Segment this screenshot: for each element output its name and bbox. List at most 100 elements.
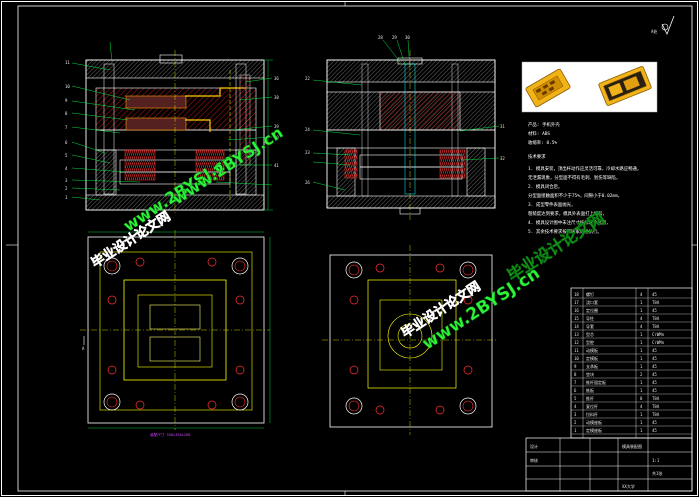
bom-no: 12 (574, 340, 579, 345)
designer-cell: 设计 (530, 443, 538, 449)
left-part-labels: 11 10 9 8 7 6 5 4 3 2 1 36 38 39 40 41 (65, 60, 279, 200)
part-label: 38 (274, 95, 279, 100)
bom-name: 浇口套 (586, 299, 598, 305)
bolt-hole-inner (462, 400, 474, 412)
bolt-hole (345, 261, 363, 279)
bom-no: 6 (574, 388, 577, 393)
bolt-hole (235, 365, 245, 375)
part-label: 26 (305, 180, 310, 185)
bom-material: T8A (652, 412, 660, 417)
bolt-hole (435, 405, 445, 415)
bom-qty: 4 (640, 324, 643, 329)
bom-no: 16 (574, 308, 579, 313)
title-block: 设计 审核 模具装配图 1:1 共1张 XX大学 (525, 437, 693, 492)
bom-material: 45 (652, 372, 657, 377)
bom-qty: 1 (640, 300, 643, 305)
bom-no: 13 (574, 332, 579, 337)
bom-qty: 4 (640, 292, 643, 297)
bolt-hole (107, 365, 117, 375)
bom-material: 45 (652, 428, 657, 433)
bom-material: CrWMn (652, 332, 665, 337)
watermark-group-b2: 毕业设计论文网 (504, 208, 609, 285)
part-label: 10 (65, 84, 70, 89)
bom-name: 垫块 (586, 371, 594, 377)
bolt-hole (345, 397, 363, 415)
part-label: 3 (65, 178, 68, 183)
bom-name: 定模板 (586, 355, 598, 361)
bom-qty: 1 (640, 364, 643, 369)
bom-name: 复位杆 (586, 403, 598, 409)
bom-name: 支承板 (586, 363, 598, 369)
roughness-label: A处 (651, 28, 657, 34)
tech-line: 3. 成型零件表面抛光， (528, 201, 575, 208)
bolt-hole (375, 405, 385, 415)
part-label: 11 (65, 60, 70, 65)
bom-name: 动模板 (586, 347, 598, 353)
bolt-hole (459, 397, 477, 415)
bolt-holes (103, 257, 477, 415)
left-plan-view: 装配尺寸 350×350×260 A (80, 230, 271, 437)
part-label: 30 (405, 35, 410, 40)
part-label: 1 (65, 195, 68, 200)
bolt-hole (235, 295, 245, 305)
bolt-hole (463, 365, 473, 375)
bolt-hole-inner (234, 396, 246, 408)
bom-name: 型腔 (586, 339, 594, 345)
part-label: 24 (305, 127, 310, 132)
part-label: 22 (305, 76, 310, 81)
bolt-hole (349, 295, 359, 305)
tech-line: 分型面接触面积不少于75%，间隙小于0.02mm， (528, 192, 622, 199)
part-label: 7 (65, 125, 68, 130)
part-label: 31 (500, 124, 505, 129)
right-plan-view (322, 245, 498, 435)
bom-no: 3 (574, 412, 577, 417)
school-cell: XX大学 (622, 483, 635, 489)
left-section-view (71, 41, 273, 215)
bom-qty: 1 (640, 412, 643, 417)
part-thumbnail (521, 61, 658, 113)
bom-no: 9 (574, 364, 577, 369)
bolt-hole (231, 257, 249, 275)
bom-qty: 1 (640, 380, 643, 385)
bolt-hole (207, 257, 217, 267)
bolt-hole (231, 393, 249, 411)
bom-material: T8A (652, 324, 660, 329)
bom-material: T8A (652, 300, 660, 305)
bom-name: 动模座板 (586, 419, 602, 425)
bom-material: 45 (652, 308, 657, 313)
tech-line: 粗糙度达到要求，模具外表面打上编号， (528, 210, 607, 217)
bom-name: 导柱 (586, 315, 594, 321)
bolt-hole (207, 400, 217, 410)
bom-qty: 4 (640, 316, 643, 321)
bolt-hole (135, 400, 145, 410)
bom-no: 18 (574, 292, 579, 297)
technical-notes: 产品: 手机外壳 材料: ABS 收缩率: 0.5% 技术要求 1. 模具安装，… (528, 121, 641, 235)
bom-name: 拉料杆 (586, 411, 598, 417)
bolt-hole (349, 365, 359, 375)
overall-dimension-text: 装配尺寸 350×350×260 (150, 432, 190, 437)
part-label: 40 (274, 135, 279, 140)
bom-no: 17 (574, 300, 579, 305)
bom-no: 8 (574, 372, 577, 377)
bom-qty: 1 (640, 332, 643, 337)
bom-no: 15 (574, 316, 579, 321)
bom-material: 45 (652, 380, 657, 385)
tech-line: 5. 其余技术要求按照国家标准执行。 (528, 228, 602, 235)
bolt-hole-inner (234, 260, 246, 272)
bom-material: CrWMn (652, 340, 665, 345)
part-label: 6 (65, 140, 68, 145)
tech-requirements-heading: 技术要求 (528, 153, 546, 160)
bom-qty: 1 (640, 348, 643, 353)
bolt-hole-inner (462, 264, 474, 276)
bom-name: 导套 (586, 323, 594, 329)
bom-qty: 1 (640, 340, 643, 345)
bom-no: 5 (574, 396, 577, 401)
part-label: 2 (65, 186, 68, 191)
bolt-hole (103, 257, 121, 275)
bom-name: 推杆固定板 (586, 379, 606, 385)
bolt-hole (375, 263, 385, 273)
part-label: 28 (378, 35, 383, 40)
part-label: 36 (274, 76, 279, 81)
